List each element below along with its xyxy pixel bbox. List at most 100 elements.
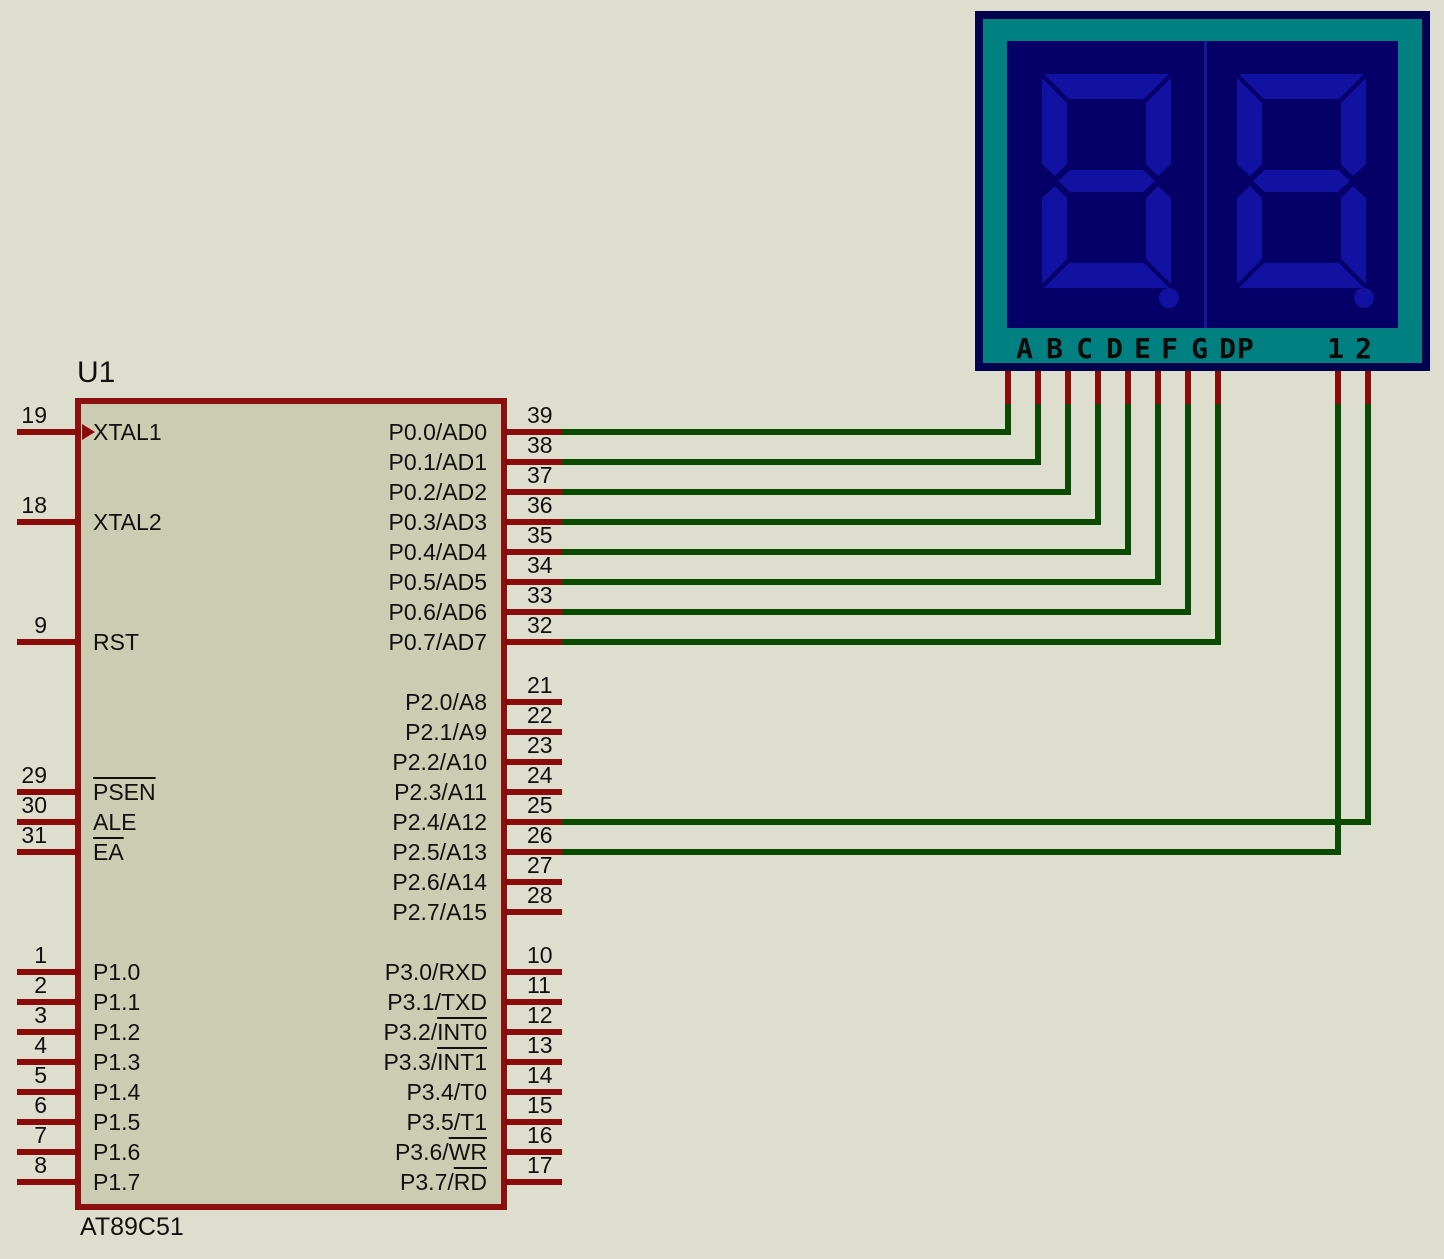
net-segment-2-horizontal[interactable] xyxy=(562,819,1371,825)
pin-label-PSEN: PSEN xyxy=(93,779,156,805)
pin-wire-P3.6/WR[interactable] xyxy=(505,1149,562,1155)
display-pin-label-DP: DP xyxy=(1219,332,1255,365)
net-segment-F-vertical[interactable] xyxy=(1155,404,1161,585)
pin-wire-P0.3/AD3[interactable] xyxy=(505,519,562,525)
pin-wire-P1.2[interactable] xyxy=(17,1029,81,1035)
pin-wire-P2.3/A11[interactable] xyxy=(505,789,562,795)
mcu-at89c51-body[interactable] xyxy=(75,398,507,1210)
pin-wire-P3.1/TXD[interactable] xyxy=(505,999,562,1005)
net-segment-A-horizontal[interactable] xyxy=(562,429,1011,435)
display-pin-stub-C[interactable] xyxy=(1065,371,1071,405)
net-segment-C-horizontal[interactable] xyxy=(562,489,1071,495)
pin-wire-P1.1[interactable] xyxy=(17,999,81,1005)
pin-wire-RST[interactable] xyxy=(17,639,81,645)
pin-number-P3.5/T1: 15 xyxy=(527,1092,553,1118)
component-ref-label: U1 xyxy=(77,356,116,389)
net-segment-DP-vertical[interactable] xyxy=(1215,404,1221,645)
pin-label-P0.4/AD4: P0.4/AD4 xyxy=(388,539,487,565)
pin-number-P0.6/AD6: 33 xyxy=(527,582,553,608)
pin-number-P1.4: 5 xyxy=(34,1062,47,1088)
net-segment-E-vertical[interactable] xyxy=(1125,404,1131,555)
pin-wire-P0.6/AD6[interactable] xyxy=(505,609,562,615)
pin-wire-P2.7/A15[interactable] xyxy=(505,909,562,915)
display-pin-stub-1[interactable] xyxy=(1335,371,1341,405)
net-segment-C-vertical[interactable] xyxy=(1065,404,1071,495)
pin-number-P2.5/A13: 26 xyxy=(527,822,553,848)
pin-number-XTAL1: 19 xyxy=(21,402,47,428)
pin-wire-P2.5/A13[interactable] xyxy=(505,849,562,855)
net-segment-G-vertical[interactable] xyxy=(1185,404,1191,615)
pin-wire-P3.2/INT0[interactable] xyxy=(505,1029,562,1035)
pin-wire-PSEN[interactable] xyxy=(17,789,81,795)
pin-wire-P2.2/A10[interactable] xyxy=(505,759,562,765)
net-segment-G-horizontal[interactable] xyxy=(562,609,1191,615)
pin-wire-P3.0/RXD[interactable] xyxy=(505,969,562,975)
pin-label-P2.3/A11: P2.3/A11 xyxy=(394,779,487,805)
net-segment-E-horizontal[interactable] xyxy=(562,549,1131,555)
pin-label-P1.2: P1.2 xyxy=(93,1019,141,1045)
pin-wire-P0.2/AD2[interactable] xyxy=(505,489,562,495)
pin-number-P2.3/A11: 24 xyxy=(527,762,553,788)
display-pin-stub-F[interactable] xyxy=(1155,371,1161,405)
net-segment-1-horizontal[interactable] xyxy=(562,849,1341,855)
pin-wire-P2.0/A8[interactable] xyxy=(505,699,562,705)
pin-number-P0.2/AD2: 37 xyxy=(527,462,553,488)
pin-wire-P0.7/AD7[interactable] xyxy=(505,639,562,645)
pin-wire-P2.1/A9[interactable] xyxy=(505,729,562,735)
pin-wire-P0.0/AD0[interactable] xyxy=(505,429,562,435)
pin-wire-P2.4/A12[interactable] xyxy=(505,819,562,825)
pin-wire-P3.4/T0[interactable] xyxy=(505,1089,562,1095)
net-segment-1-vertical[interactable] xyxy=(1335,404,1341,855)
pin-wire-XTAL1[interactable] xyxy=(17,429,81,435)
pin-wire-EA[interactable] xyxy=(17,849,81,855)
pin-wire-P1.7[interactable] xyxy=(17,1179,81,1185)
display-pin-label-2: 2 xyxy=(1355,332,1373,365)
display-pin-stub-2[interactable] xyxy=(1365,371,1371,405)
pin-wire-P1.3[interactable] xyxy=(17,1059,81,1065)
pin-wire-P1.4[interactable] xyxy=(17,1089,81,1095)
pin-number-P1.1: 2 xyxy=(34,972,47,998)
pin-wire-P3.3/INT1[interactable] xyxy=(505,1059,562,1065)
net-segment-D-vertical[interactable] xyxy=(1095,404,1101,525)
pin-wire-P3.7/RD[interactable] xyxy=(505,1179,562,1185)
net-segment-D-horizontal[interactable] xyxy=(562,519,1101,525)
pin-label-P0.5/AD5: P0.5/AD5 xyxy=(388,569,487,595)
pin-wire-P2.6/A14[interactable] xyxy=(505,879,562,885)
display-pin-stub-A[interactable] xyxy=(1005,371,1011,405)
display-pin-stub-G[interactable] xyxy=(1185,371,1191,405)
pin-label-P0.0/AD0: P0.0/AD0 xyxy=(388,419,487,445)
pin-wire-P1.6[interactable] xyxy=(17,1149,81,1155)
display-pin-stub-B[interactable] xyxy=(1035,371,1041,405)
pin-wire-P0.4/AD4[interactable] xyxy=(505,549,562,555)
pin-wire-P1.5[interactable] xyxy=(17,1119,81,1125)
net-segment-F-horizontal[interactable] xyxy=(562,579,1161,585)
net-segment-A-vertical[interactable] xyxy=(1005,404,1011,435)
pin-number-EA: 31 xyxy=(21,822,47,848)
pin-number-P2.7/A15: 28 xyxy=(527,882,553,908)
net-segment-2-vertical[interactable] xyxy=(1365,404,1371,825)
net-segment-B-vertical[interactable] xyxy=(1035,404,1041,465)
pin-wire-ALE[interactable] xyxy=(17,819,81,825)
net-segment-B-horizontal[interactable] xyxy=(562,459,1041,465)
pin-wire-P0.5/AD5[interactable] xyxy=(505,579,562,585)
pin-number-P0.3/AD3: 36 xyxy=(527,492,553,518)
seven-segment-display[interactable] xyxy=(975,11,1430,371)
pin-label-P2.2/A10: P2.2/A10 xyxy=(392,749,487,775)
pin-wire-P3.5/T1[interactable] xyxy=(505,1119,562,1125)
pin-wire-P1.0[interactable] xyxy=(17,969,81,975)
pin-label-P1.7: P1.7 xyxy=(93,1169,141,1195)
pin-label-P0.3/AD3: P0.3/AD3 xyxy=(388,509,487,535)
display-pin-stub-DP[interactable] xyxy=(1215,371,1221,405)
pin-label-P3.5/T1: P3.5/T1 xyxy=(406,1109,487,1135)
pin-number-P2.0/A8: 21 xyxy=(527,672,553,698)
pin-label-XTAL2: XTAL2 xyxy=(93,509,162,535)
pin-wire-P0.1/AD1[interactable] xyxy=(505,459,562,465)
pin-number-PSEN: 29 xyxy=(21,762,47,788)
pin-number-P2.1/A9: 22 xyxy=(527,702,553,728)
display-pin-stub-E[interactable] xyxy=(1125,371,1131,405)
display-pin-label-G: G xyxy=(1191,332,1209,365)
display-pin-stub-D[interactable] xyxy=(1095,371,1101,405)
net-segment-DP-horizontal[interactable] xyxy=(562,639,1221,645)
pin-wire-XTAL2[interactable] xyxy=(17,519,81,525)
